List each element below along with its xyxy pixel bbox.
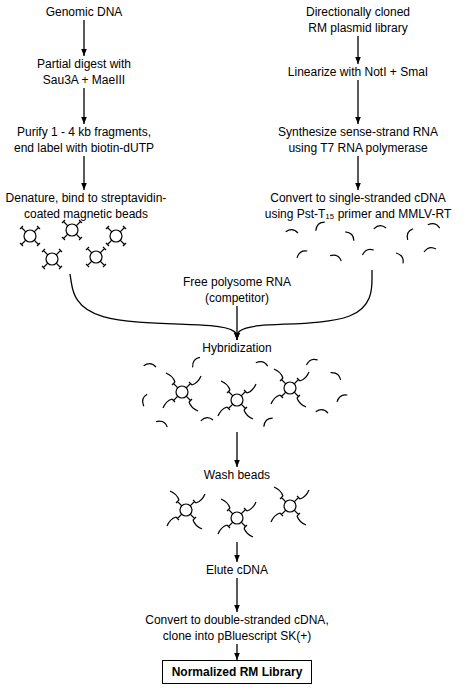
cdna-fragment — [190, 356, 202, 367]
step-text: Convert to single-stranded cDNA using Ps… — [259, 190, 457, 222]
step-text: Wash beads — [187, 467, 287, 483]
step-text: Convert to double-stranded cDNA, clone i… — [137, 612, 337, 644]
cdna-fragment — [314, 221, 327, 231]
hybridized-bead — [218, 381, 256, 419]
magnetic-bead — [62, 220, 82, 240]
step-text: Linearize with NotI + SmaI — [263, 64, 453, 80]
step-text: Denature, bind to streptavidin-coated ma… — [1, 190, 171, 222]
magnetic-bead — [86, 247, 106, 267]
flow-arrow — [357, 156, 358, 190]
flow-arrow — [83, 88, 84, 124]
flow-arrow — [357, 80, 358, 124]
washed-beads-illustration — [167, 487, 309, 537]
step-text: Normalized RM Library — [163, 664, 311, 680]
cdna-fragment — [336, 394, 349, 402]
hybridized-bead — [271, 487, 309, 525]
hybridized-bead — [271, 369, 309, 407]
step-text: Synthesize sense-strand RNA using T7 RNA… — [274, 124, 442, 156]
process-step: Elute cDNA — [187, 562, 287, 578]
process-step: Wash beads — [187, 467, 287, 483]
process-step: Purify 1 - 4 kb fragments, end label wit… — [9, 124, 159, 156]
hybridization-illustration — [140, 356, 348, 429]
flow-arrow — [236, 578, 237, 612]
cdna-fragment — [331, 370, 342, 382]
result-box: Normalized RM Library — [162, 660, 312, 684]
cdna-fragment — [286, 228, 299, 236]
step-text: Partial digest with Sau3A + MaeIII — [28, 56, 140, 88]
process-step: Linearize with NotI + SmaI — [263, 64, 453, 80]
magnetic-bead — [20, 226, 40, 246]
cdna-fragment — [156, 418, 168, 429]
step-text: Genomic DNA — [29, 4, 139, 20]
flow-arrow — [236, 306, 237, 340]
hybridized-bead — [163, 373, 201, 411]
magnetic-bead — [106, 226, 126, 246]
process-step: Convert to single-stranded cDNA using Ps… — [259, 190, 457, 222]
cdna-fragment — [256, 359, 269, 369]
flow-arrow — [83, 20, 84, 56]
cdna-fragment — [144, 362, 157, 370]
cdna-fragment — [330, 252, 342, 263]
step-text: Free polysome RNA (competitor) — [180, 274, 294, 306]
cdna-fragment — [362, 249, 375, 255]
step-text: Purify 1 - 4 kb fragments, end label wit… — [9, 124, 159, 156]
cdna-fragment — [201, 417, 214, 423]
flow-arrow — [83, 156, 84, 190]
flow-arrow — [357, 36, 358, 64]
hybridized-bead — [218, 499, 256, 537]
step-text: Elute cDNA — [187, 562, 287, 578]
cdna-fragment — [140, 394, 150, 407]
process-step: Genomic DNA — [29, 4, 139, 20]
cdna-fragment — [404, 228, 415, 240]
flow-arrow — [236, 644, 237, 660]
magnetic-bead — [42, 249, 62, 269]
bead-group — [20, 220, 126, 269]
process-step: Directionally cloned RM plasmid library — [301, 4, 415, 36]
input-step: Free polysome RNA (competitor) — [180, 274, 294, 306]
cdna-fragment — [345, 230, 355, 243]
cdna-fragment — [424, 248, 436, 252]
cdna-fragment-group — [286, 221, 441, 264]
cdna-fragment — [428, 221, 441, 231]
connector-layer — [70, 20, 372, 660]
process-step: Convert to double-stranded cDNA, clone i… — [137, 612, 337, 644]
cdna-fragment — [316, 408, 329, 416]
flow-arrow — [236, 356, 237, 467]
cdna-fragment — [396, 252, 404, 265]
cdna-fragment — [306, 359, 319, 365]
process-step: Hybridization — [187, 340, 287, 356]
cdna-fragment — [296, 250, 309, 258]
process-step: Denature, bind to streptavidin-coated ma… — [1, 190, 171, 222]
cdna-fragment — [374, 225, 387, 231]
step-text: Directionally cloned RM plasmid library — [301, 4, 415, 36]
cdna-fragment — [262, 417, 275, 427]
flow-arrow — [236, 483, 237, 562]
step-text: Hybridization — [187, 340, 287, 356]
process-step: Synthesize sense-strand RNA using T7 RNA… — [274, 124, 442, 156]
process-step: Partial digest with Sau3A + MaeIII — [28, 56, 140, 88]
hybridized-bead — [167, 491, 205, 529]
